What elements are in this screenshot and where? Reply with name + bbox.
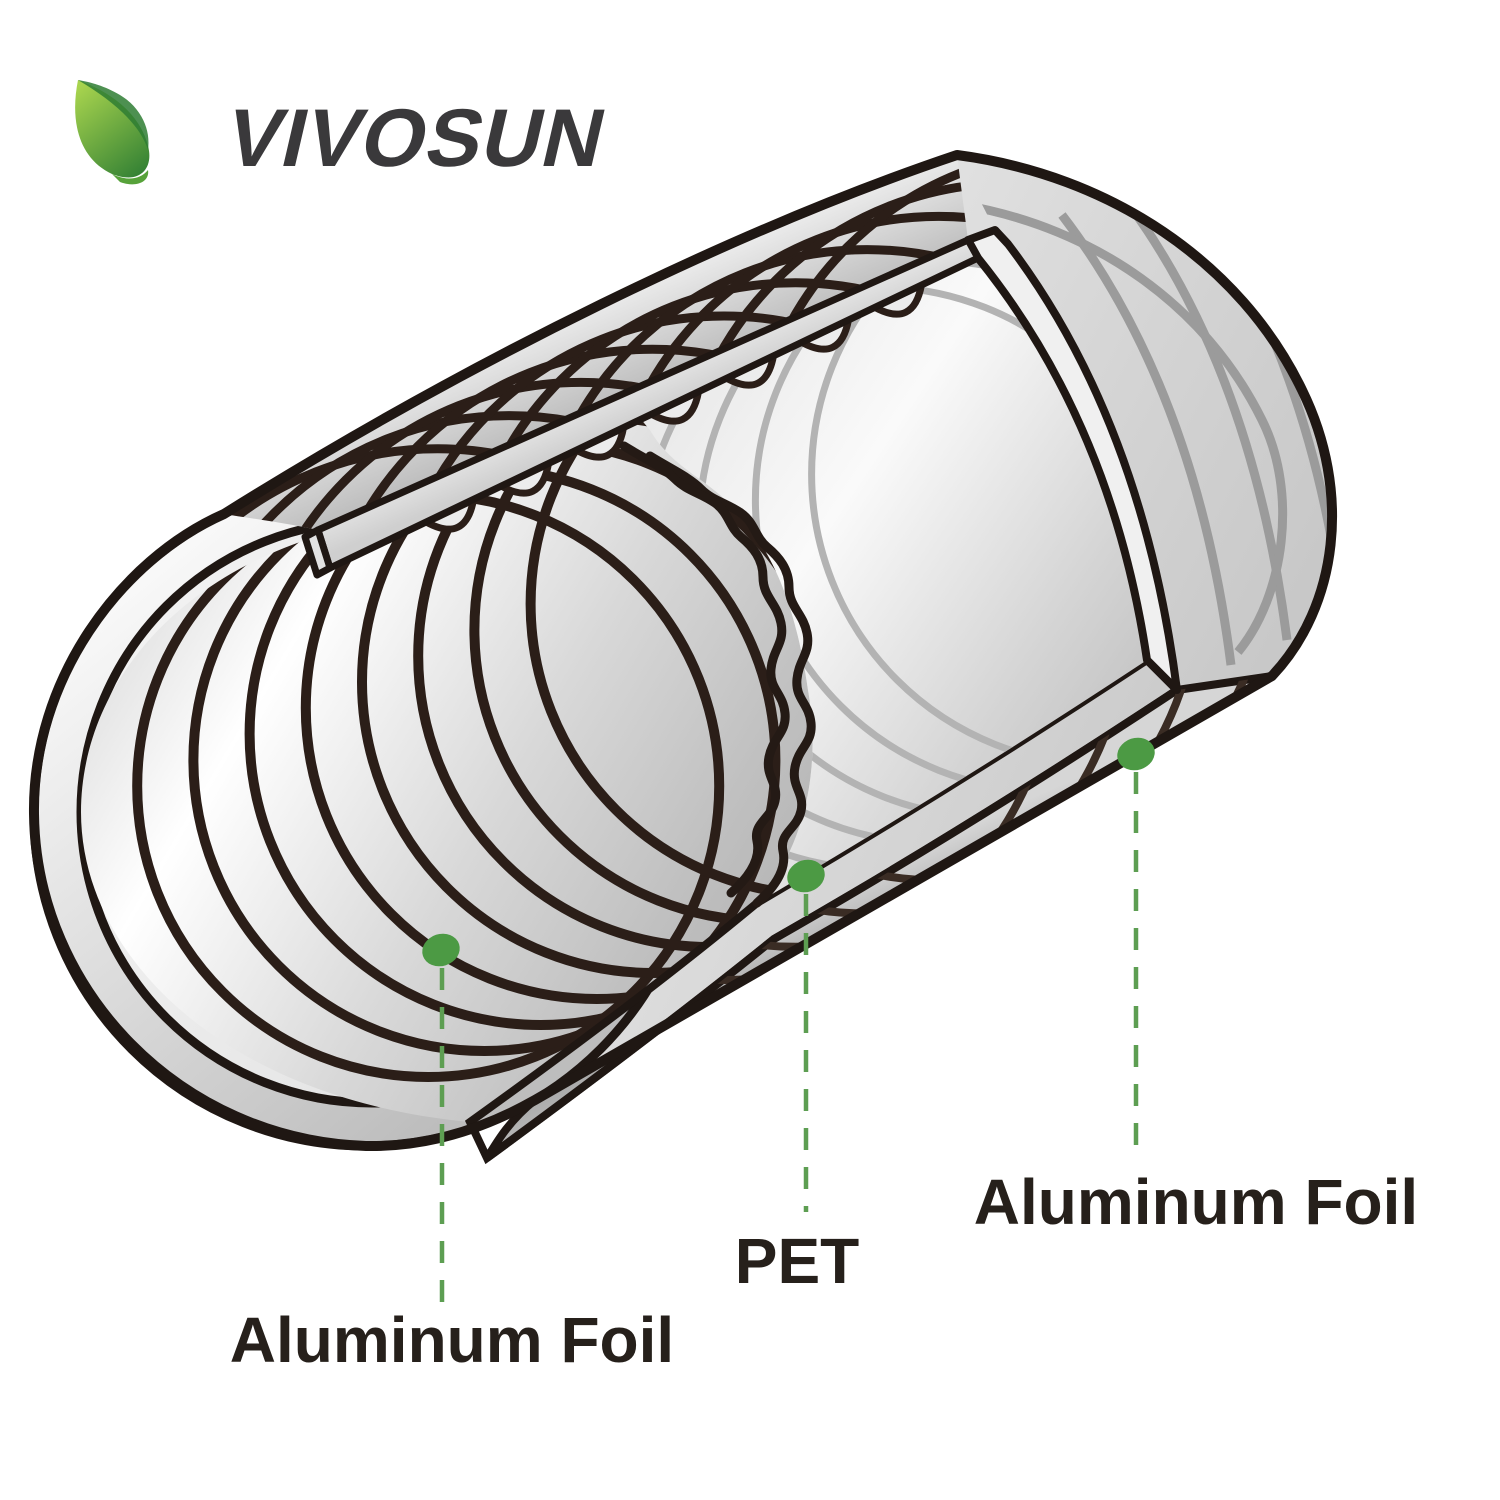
pet-tear-edge — [624, 446, 816, 908]
leaf-icon — [75, 80, 150, 185]
layer-label-inner-foil: Aluminum Foil — [230, 1304, 674, 1376]
callout-dot-outer-foil — [1117, 737, 1155, 771]
duct-body — [28, 150, 1338, 1165]
layer-label-pet: PET — [735, 1225, 859, 1297]
duct-outline — [28, 150, 1338, 1152]
callout-dot-inner-foil — [422, 933, 460, 967]
layer-label-outer-foil: Aluminum Foil — [974, 1166, 1418, 1238]
svg-text:VIVOSUN: VIVOSUN — [218, 92, 615, 184]
pet-layer-surface — [640, 240, 1147, 903]
callout-dot-pet — [787, 859, 825, 893]
callouts: Aluminum Foil PET Aluminum Foil — [230, 737, 1418, 1376]
brand-wordmark: VIVOSUN — [218, 92, 615, 184]
cut-window-frame — [964, 226, 1181, 694]
brand-logo: VIVOSUN — [75, 80, 615, 185]
top-strip-end-face — [301, 526, 334, 579]
